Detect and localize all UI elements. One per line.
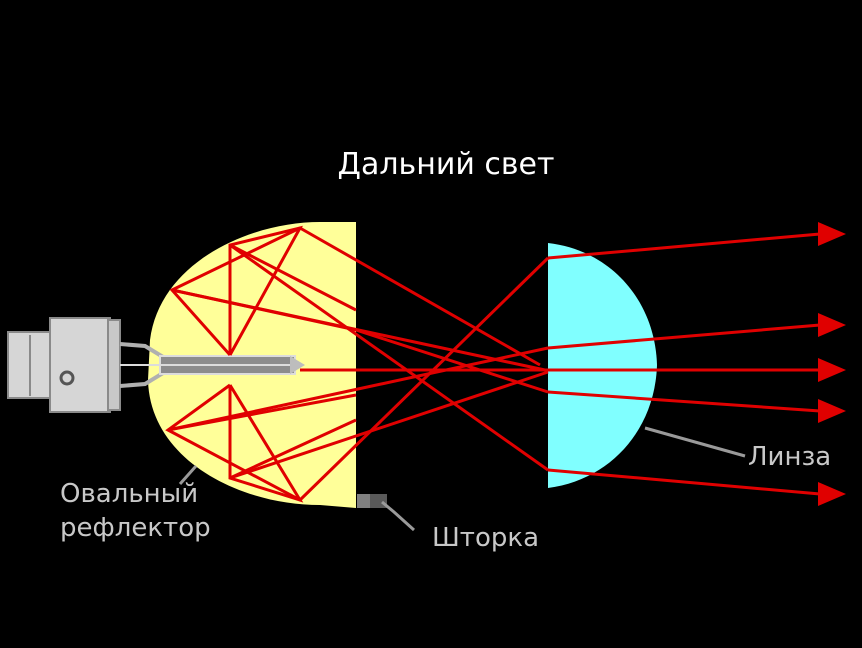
ray-path — [229, 418, 357, 480]
arrowhead — [818, 399, 846, 423]
ray-path — [228, 384, 304, 503]
lens-label: Линза — [748, 442, 831, 472]
ray-arrowheads — [818, 222, 846, 506]
ray-path — [229, 243, 357, 312]
shutter-leader — [381, 500, 416, 532]
lamp-base — [7, 317, 121, 413]
arrowhead — [818, 222, 846, 246]
ray-path — [228, 225, 303, 356]
ray-path — [547, 232, 821, 260]
reflector-leader — [178, 465, 198, 485]
reflector-label-line1: Овальный — [60, 479, 198, 509]
arrowhead — [818, 482, 846, 506]
ray-path — [229, 243, 549, 472]
ray-path — [547, 468, 821, 496]
leader-lines — [178, 426, 746, 532]
light-rays — [165, 225, 821, 503]
arrowhead — [818, 313, 846, 337]
shutter-label: Шторка — [432, 523, 539, 553]
ray-path — [355, 328, 549, 394]
ray-path — [298, 256, 550, 502]
lens-leader — [644, 426, 746, 458]
ray-path — [547, 390, 821, 413]
ray-path — [167, 346, 549, 432]
lamp-bulb — [119, 342, 305, 388]
lens — [548, 243, 657, 488]
reflector-label-line2: рефлектор — [60, 513, 211, 543]
ray-path — [229, 370, 549, 480]
ray-path — [299, 226, 541, 367]
ray-path — [547, 323, 821, 350]
diagram-title: Дальний свет — [338, 147, 555, 182]
arrowhead — [818, 358, 846, 382]
